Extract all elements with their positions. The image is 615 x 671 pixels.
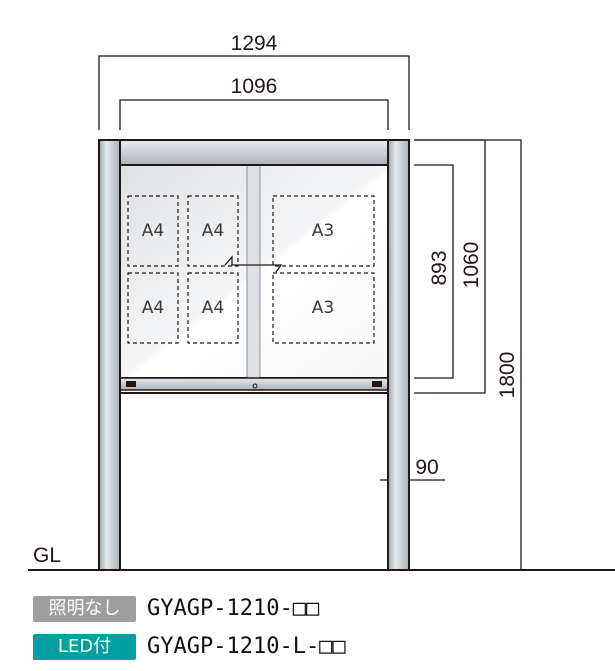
paper-slot: [272, 272, 375, 344]
center-mullion: [246, 164, 261, 379]
dim-glass-height: 893: [428, 250, 451, 285]
model-code-no-light: GYAGP-1210-□□: [147, 596, 320, 621]
paper-slot: [187, 272, 239, 344]
dimension-lines: [98, 55, 522, 570]
dim-bottom-rail: 90: [415, 456, 438, 479]
model-code-led: GYAGP-1210-L-□□: [147, 634, 346, 659]
slide-arrow-icon: [224, 255, 283, 273]
slot-label: A4: [202, 221, 224, 241]
slot-label: A3: [312, 298, 334, 318]
right-post: [387, 139, 410, 571]
paper-slot: [187, 195, 239, 267]
header-frame: [119, 139, 389, 166]
dim-case-height: 1060: [460, 242, 483, 289]
keyhole-icon: [252, 383, 258, 389]
slot-label: A4: [142, 298, 164, 318]
slot-label: A4: [142, 221, 164, 241]
paper-slot: [127, 195, 179, 267]
left-post: [98, 139, 121, 571]
dim-total-height: 1800: [496, 352, 519, 399]
lock-icon: [372, 381, 382, 387]
slot-label: A4: [202, 298, 224, 318]
lock-icon: [126, 381, 136, 387]
slot-label: A3: [312, 221, 334, 241]
dim-overall-width: 1294: [231, 32, 278, 55]
ground-label: GL: [33, 544, 61, 567]
dim-inner-width: 1096: [231, 75, 278, 98]
paper-slot: [127, 272, 179, 344]
badge-no-light: 照明なし: [33, 596, 136, 622]
paper-slot: [272, 195, 375, 267]
badge-led: LED付: [33, 634, 136, 660]
